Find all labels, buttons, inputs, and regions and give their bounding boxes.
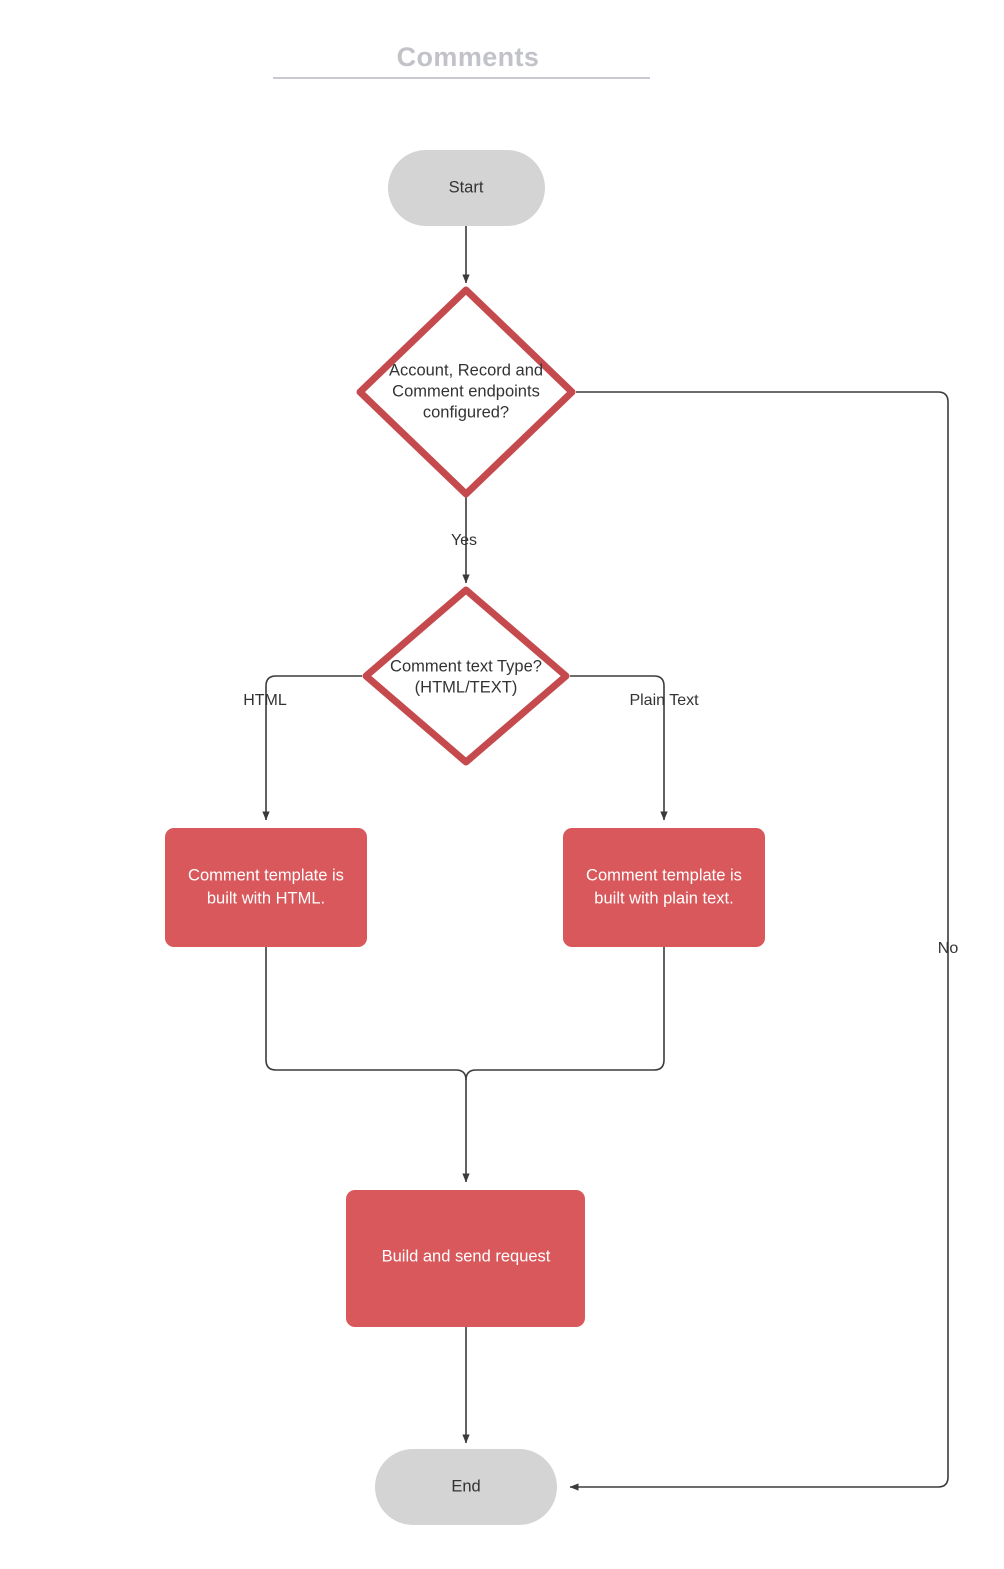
node-start[interactable]: Start bbox=[388, 150, 545, 226]
edge-endpoints-no bbox=[569, 391, 949, 1491]
process-html-label-line1: Comment template is bbox=[188, 866, 344, 884]
node-process-html[interactable]: Comment template is built with HTML. bbox=[165, 828, 367, 947]
node-decision-endpoints[interactable]: Account, Record and Comment endpoints co… bbox=[356, 286, 576, 498]
page-title: Comments bbox=[397, 42, 540, 72]
edge-label-html: HTML bbox=[243, 692, 287, 709]
process-html-shape[interactable] bbox=[165, 828, 367, 947]
decision-text-type-label-line1: Comment text Type? bbox=[390, 657, 542, 675]
edge-type-html bbox=[262, 675, 362, 821]
edge-html-to-build bbox=[265, 947, 470, 1183]
edge-label-yes: Yes bbox=[451, 532, 477, 549]
edge-plain-to-build bbox=[465, 947, 665, 1081]
node-process-build-send[interactable]: Build and send request bbox=[346, 1190, 585, 1327]
edge-label-no: No bbox=[938, 940, 959, 957]
process-plain-text-label-line1: Comment template is bbox=[586, 866, 742, 884]
decision-text-type-shape[interactable] bbox=[362, 586, 570, 766]
start-shape[interactable] bbox=[388, 150, 545, 226]
diagram-title-group: Comments bbox=[273, 42, 650, 79]
node-decision-text-type[interactable]: Comment text Type? (HTML/TEXT) bbox=[362, 586, 570, 766]
end-label: End bbox=[451, 1477, 480, 1495]
process-build-send-label: Build and send request bbox=[382, 1247, 551, 1265]
process-plain-text-shape[interactable] bbox=[563, 828, 765, 947]
end-shape[interactable] bbox=[375, 1449, 557, 1525]
decision-endpoints-label-line2: Comment endpoints bbox=[392, 382, 540, 400]
node-process-plain-text[interactable]: Comment template is built with plain tex… bbox=[563, 828, 765, 947]
decision-endpoints-label-line3: configured? bbox=[423, 403, 509, 421]
edge-label-layer: Yes No HTML Plain Text bbox=[243, 532, 958, 957]
connector-layer bbox=[262, 226, 949, 1491]
decision-endpoints-shape[interactable] bbox=[356, 286, 576, 498]
process-plain-text-label-line2: built with plain text. bbox=[594, 889, 733, 907]
process-build-send-shape[interactable] bbox=[346, 1190, 585, 1327]
process-html-label-line2: built with HTML. bbox=[207, 889, 325, 907]
start-label: Start bbox=[449, 178, 484, 196]
node-end[interactable]: End bbox=[375, 1449, 557, 1525]
decision-text-type-label-line2: (HTML/TEXT) bbox=[415, 678, 518, 696]
decision-endpoints-label-line1: Account, Record and bbox=[389, 361, 543, 379]
edge-type-plain bbox=[570, 675, 668, 821]
edge-label-plain-text: Plain Text bbox=[629, 692, 699, 709]
